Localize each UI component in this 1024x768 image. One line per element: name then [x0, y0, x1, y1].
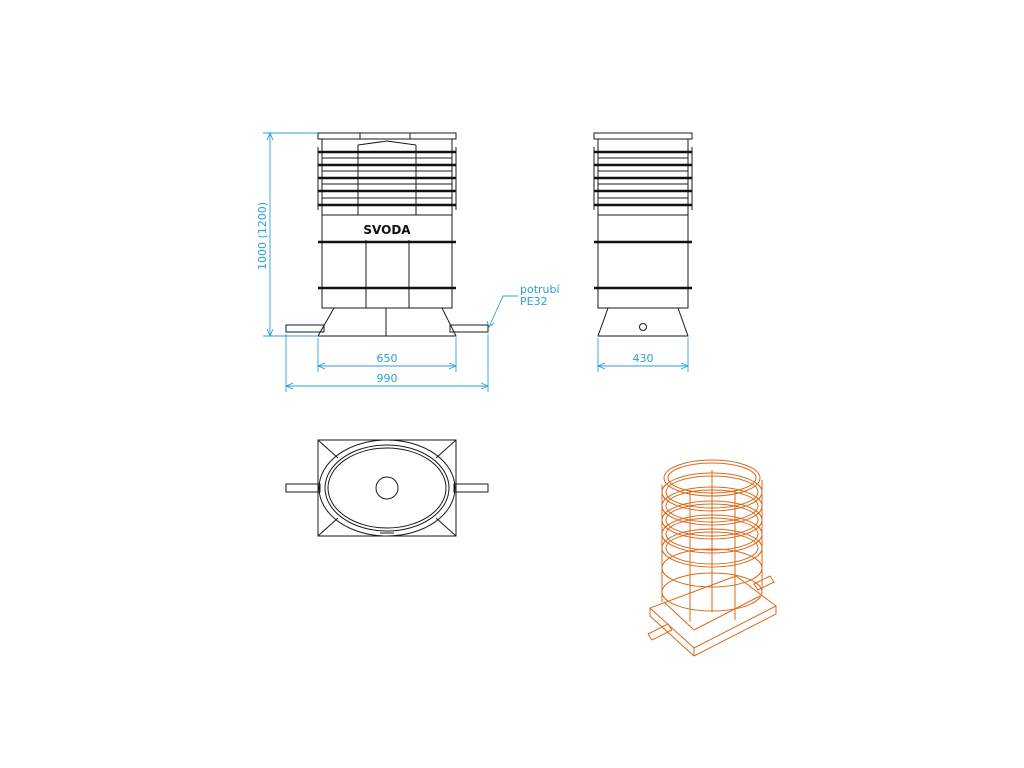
iso-rings — [661, 459, 763, 612]
side-base — [597, 307, 689, 337]
front-pipe-right — [449, 324, 489, 333]
inner-width-label: 650 — [377, 352, 398, 365]
pipe-callout: potrubí PE32 — [486, 283, 561, 328]
front-view: SVODA 1000 (1200) 650 — [256, 131, 561, 392]
side-width-label: 430 — [633, 352, 654, 365]
side-ribs — [593, 147, 693, 210]
front-base — [317, 307, 457, 337]
overall-width-dimension: 990 — [284, 334, 490, 392]
side-lid — [593, 132, 693, 140]
side-view: 430 — [593, 132, 693, 372]
side-body — [597, 214, 689, 309]
height-label: 1000 (1200) — [256, 202, 269, 270]
inner-width-dimension: 650 — [316, 338, 458, 372]
pipe-label-line2: PE32 — [520, 295, 548, 308]
top-view — [285, 439, 489, 537]
side-pipe-hole — [639, 323, 647, 331]
pipe-label-line1: potrubí — [520, 283, 561, 296]
isometric-view — [647, 459, 777, 657]
top-outer-ellipse — [318, 439, 456, 537]
overall-width-label: 990 — [377, 372, 398, 385]
svoda-logo: SVODA — [363, 223, 411, 237]
iso-pipe-left — [647, 623, 673, 641]
front-pipe-left — [285, 324, 325, 333]
top-pipe-left — [285, 483, 321, 493]
height-dimension: 1000 (1200) — [256, 131, 318, 338]
top-pipe-right — [453, 483, 489, 493]
iso-pipe-right — [753, 575, 775, 591]
side-width-dimension: 430 — [596, 338, 690, 372]
front-lid — [317, 132, 457, 140]
top-center-opening — [375, 476, 399, 500]
front-ribs — [317, 147, 457, 210]
